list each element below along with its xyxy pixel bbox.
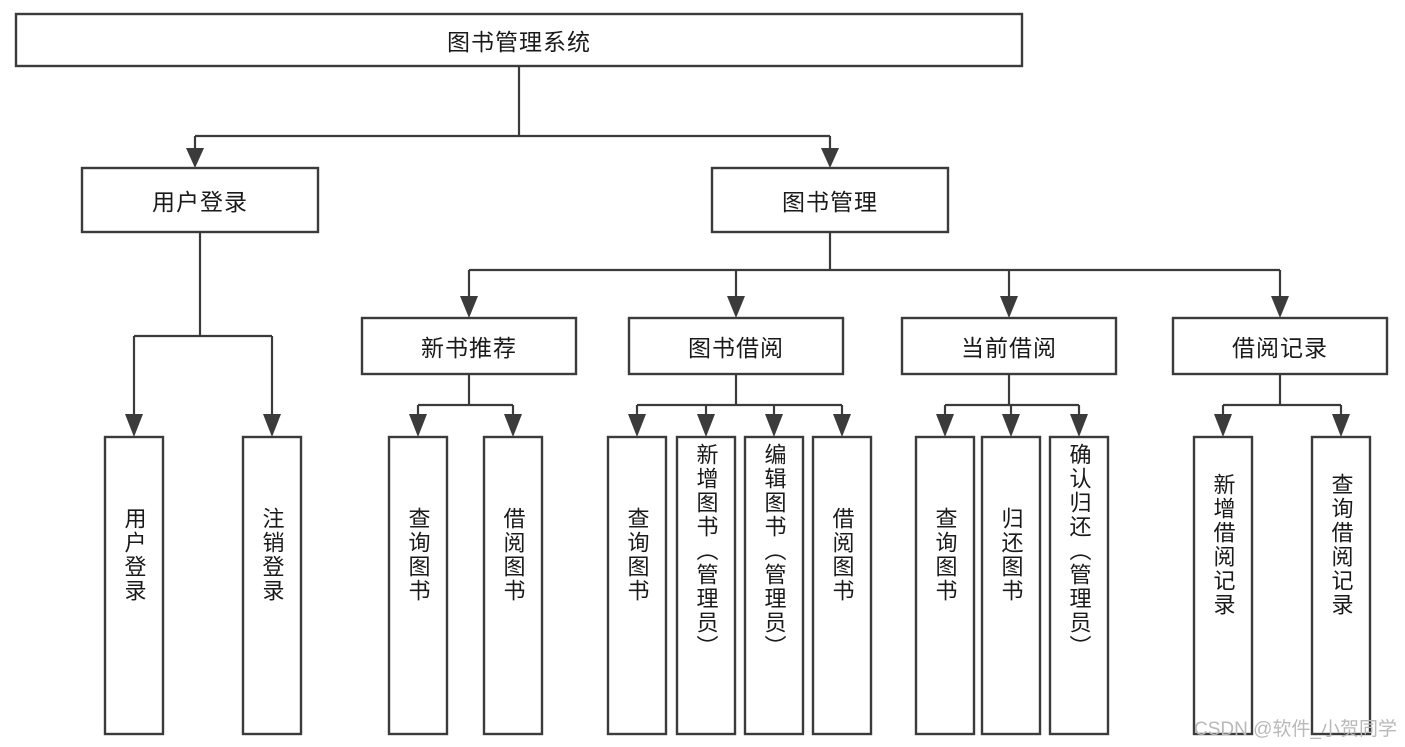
leaf-box-add-borrow-record[interactable] (1192, 435, 1254, 736)
leaf-box-confirm-return[interactable] (1048, 435, 1110, 736)
arrow-head-cb-3 (1070, 414, 1088, 437)
arrow-head-cb-1 (936, 414, 954, 437)
arrow-head-br-2 (1332, 414, 1350, 437)
leaf-box-return-book[interactable] (980, 435, 1042, 736)
leaf-box-query-book-3[interactable] (914, 435, 976, 736)
arrow-head-nb-2 (504, 414, 522, 437)
node-box-root[interactable] (14, 12, 1024, 68)
leaf-box-borrow-book-1[interactable] (482, 435, 544, 736)
arrow-head-br-1 (1214, 414, 1232, 437)
node-box-book-borrow[interactable] (627, 316, 845, 376)
arrow-head-bm-2 (727, 296, 745, 318)
leaf-box-query-book-1[interactable] (387, 435, 449, 736)
connector-group-book-management (460, 232, 1289, 318)
arrow-head-cb-2 (1002, 414, 1020, 437)
node-box-book-management[interactable] (710, 166, 950, 234)
leaf-box-user-login[interactable] (103, 435, 165, 736)
node-box-borrow-record[interactable] (1171, 316, 1389, 376)
arrow-head-ul-2 (263, 414, 281, 437)
arrow-head-root-1 (186, 148, 204, 168)
connector-group-current-borrow (936, 374, 1088, 437)
arrow-head-bb-4 (833, 414, 851, 437)
leaf-box-add-book[interactable] (675, 435, 737, 736)
arrow-head-root-2 (821, 148, 839, 168)
connector-group-user-login (125, 232, 281, 437)
leaf-box-edit-book[interactable] (743, 435, 805, 736)
leaf-box-query-borrow-record[interactable] (1310, 435, 1372, 736)
arrow-head-bb-1 (628, 414, 646, 437)
connector-group-root (186, 66, 839, 168)
leaf-box-query-book-2[interactable] (606, 435, 668, 736)
arrow-head-bb-3 (765, 414, 783, 437)
leaf-box-logout[interactable] (241, 435, 303, 736)
node-box-current-borrow[interactable] (900, 316, 1118, 376)
watermark-text: CSDN @软件_小贺同学 (1194, 719, 1397, 740)
node-box-user-login[interactable] (80, 166, 320, 234)
arrow-head-bm-1 (460, 296, 478, 318)
connector-group-borrow-record (1214, 374, 1350, 437)
connector-group-book-borrow (628, 374, 851, 437)
connector-group-new-book (409, 374, 522, 437)
arrow-head-nb-1 (409, 414, 427, 437)
arrow-head-bm-4 (1271, 296, 1289, 318)
arrow-head-bm-3 (1000, 296, 1018, 318)
arrow-head-ul-1 (125, 414, 143, 437)
leaf-box-borrow-book-2[interactable] (811, 435, 873, 736)
arrow-head-bb-2 (697, 414, 715, 437)
node-box-new-book-recommend[interactable] (360, 316, 578, 376)
